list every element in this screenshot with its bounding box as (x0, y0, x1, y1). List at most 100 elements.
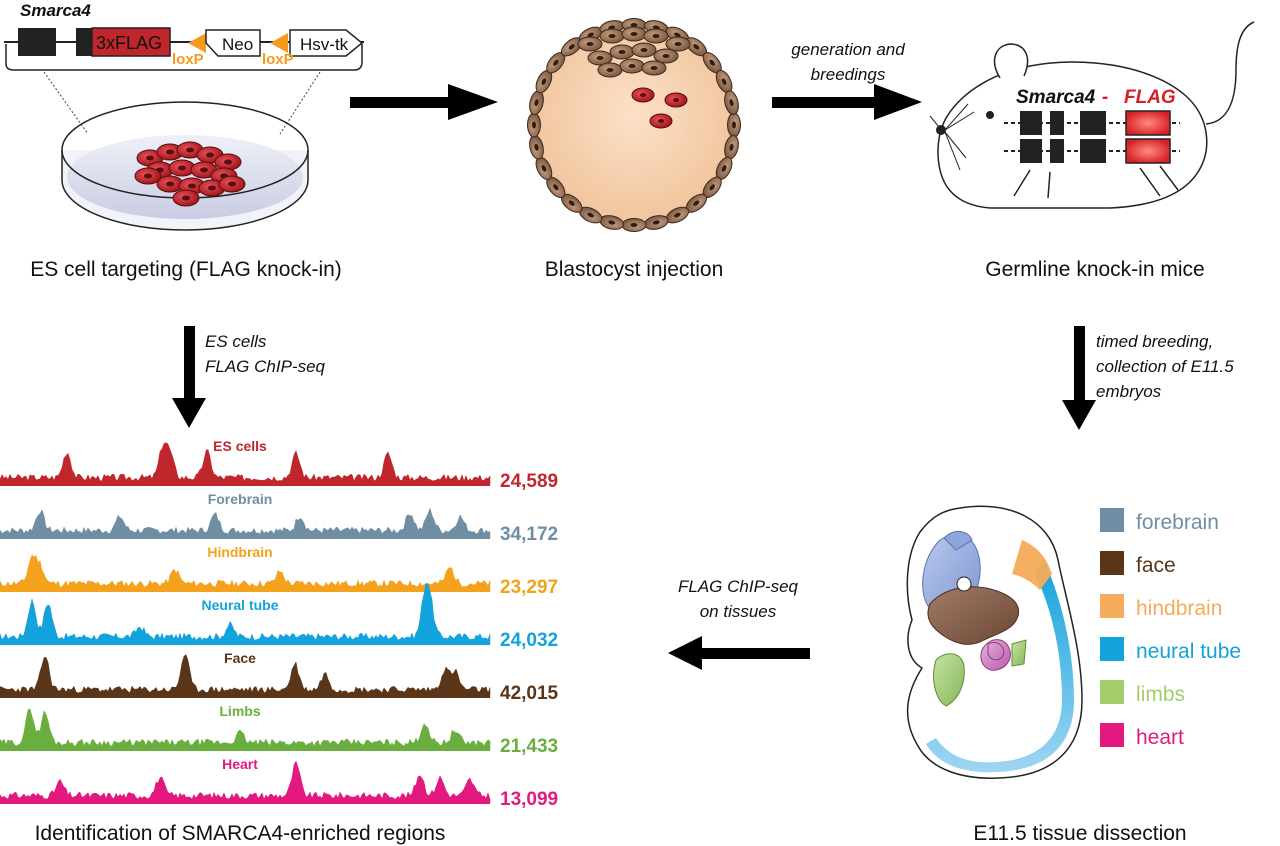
forebrain-lobe (943, 531, 973, 551)
legend-swatch (1100, 551, 1124, 575)
flag-tag-box (91, 27, 171, 57)
es-cell-colony (134, 141, 246, 207)
trophoblast-cell (702, 51, 722, 74)
mouse-whiskers (929, 103, 975, 171)
chipseq-tracks: ES cells 24,589Forebrain34,172Hindbrain23… (0, 438, 559, 810)
inner-cell-mass (577, 26, 691, 78)
eye-vesicle (956, 576, 972, 592)
allele-1 (1004, 110, 1180, 136)
construct-gene-label: Smarca4 (20, 1, 91, 20)
track-signal (0, 442, 491, 486)
es-cell (190, 161, 218, 179)
timed-line-3: embryos (1096, 382, 1162, 401)
track-signal (0, 760, 491, 804)
track-count: 24,589 (500, 471, 558, 492)
timed-line-1: timed breeding, (1096, 332, 1213, 351)
track-count: 24,032 (500, 630, 558, 651)
track-name: Heart (222, 756, 258, 772)
exon-1 (18, 28, 56, 56)
icm-cell (653, 48, 679, 64)
loxp-label-2: loxP (262, 51, 294, 68)
legend-swatch (1100, 637, 1124, 661)
dish-medium (67, 135, 303, 219)
stage-es-targeting: ES cell targeting (FLAG knock-in) (30, 258, 342, 281)
track-count: 23,297 (500, 577, 558, 598)
track-signal (0, 708, 491, 751)
trophoblast-cell (621, 218, 647, 232)
flow-arrows (172, 84, 1096, 670)
tissue-chip-line-1: FLAG ChIP-seq (678, 577, 799, 596)
trophoblast-cell (578, 206, 603, 224)
legend-item: hindbrain (1100, 594, 1222, 620)
mouse-label-dash: - (1102, 87, 1108, 108)
tissue-chip-line-2: on tissues (700, 602, 777, 621)
loxp-triangle-2 (270, 33, 288, 53)
icm-cell (641, 60, 667, 76)
trophoblast-cell (535, 69, 553, 94)
flag-tag-label: 3xFLAG (96, 33, 162, 53)
stage-labels: ES cell targeting (FLAG knock-in) Blasto… (30, 258, 1205, 845)
icm-cell (621, 26, 647, 42)
hindbrain-region (1012, 540, 1052, 590)
zoom-line-right (279, 71, 321, 135)
legend-item: heart (1100, 723, 1184, 749)
legend-label: heart (1136, 726, 1184, 749)
legend-item: limbs (1100, 680, 1185, 706)
legend-swatch (1100, 594, 1124, 618)
loxp-label-1: loxP (172, 51, 204, 68)
trophoblast-cell (715, 156, 733, 181)
stage-enriched-regions: Identification of SMARCA4-enriched regio… (35, 822, 446, 845)
es-chip-line-1: ES cells (205, 332, 267, 351)
icm-cell (599, 28, 625, 44)
es-chip-line-2: FLAG ChIP-seq (205, 357, 326, 376)
stage-germline: Germline knock-in mice (985, 258, 1204, 281)
arrow-to-es-chip (172, 326, 206, 428)
face-region (927, 586, 1020, 645)
arrow-to-blastocyst (350, 84, 498, 120)
mouse-gene-label: Smarca4 (1016, 87, 1096, 108)
legend-label: neural tube (1136, 640, 1241, 663)
petri-dish (61, 101, 309, 231)
neural-tube-region (926, 560, 1074, 773)
track-count: 42,015 (500, 683, 559, 704)
icm-cell (665, 36, 691, 52)
es-cell (134, 167, 162, 185)
legend-item: neural tube (1100, 637, 1241, 663)
trophoblast-cells (527, 18, 741, 232)
legend-label: face (1136, 554, 1176, 577)
legend-swatch (1100, 680, 1124, 704)
track-name: ES cells (213, 438, 267, 454)
trophoblast-cell (727, 112, 741, 138)
chipseq-track: ES cells 24,589 (0, 438, 558, 492)
trophoblast-cell (560, 193, 583, 213)
mouse-tag-label: FLAG (1124, 87, 1176, 108)
timed-line-2: collection of E11.5 (1096, 357, 1234, 376)
generation-line-2: breedings (811, 65, 886, 84)
trophoblast-cell (560, 37, 583, 57)
track-signal (0, 654, 491, 698)
track-count: 21,433 (500, 736, 558, 757)
icm-cell (609, 44, 635, 60)
hsvtk-label: Hsv-tk (300, 35, 349, 54)
injected-es-cells (631, 87, 688, 129)
icm-cell (631, 42, 657, 58)
icm-cell (643, 28, 669, 44)
legend-label: forebrain (1136, 511, 1219, 534)
construct-bracket (5, 44, 363, 71)
neo-label: Neo (222, 35, 253, 54)
allele-2 (1004, 138, 1180, 164)
knockin-mouse: Smarca4 - FLAG (929, 21, 1255, 209)
mouse-legs (1013, 165, 1179, 199)
track-name: Limbs (219, 703, 260, 719)
heart-chamber (987, 641, 1005, 661)
mouse-ear (993, 43, 1029, 79)
track-name: Forebrain (208, 491, 273, 507)
trophoblast-cell (527, 112, 541, 138)
icm-cell (619, 58, 645, 74)
mouse-eye (986, 111, 994, 119)
